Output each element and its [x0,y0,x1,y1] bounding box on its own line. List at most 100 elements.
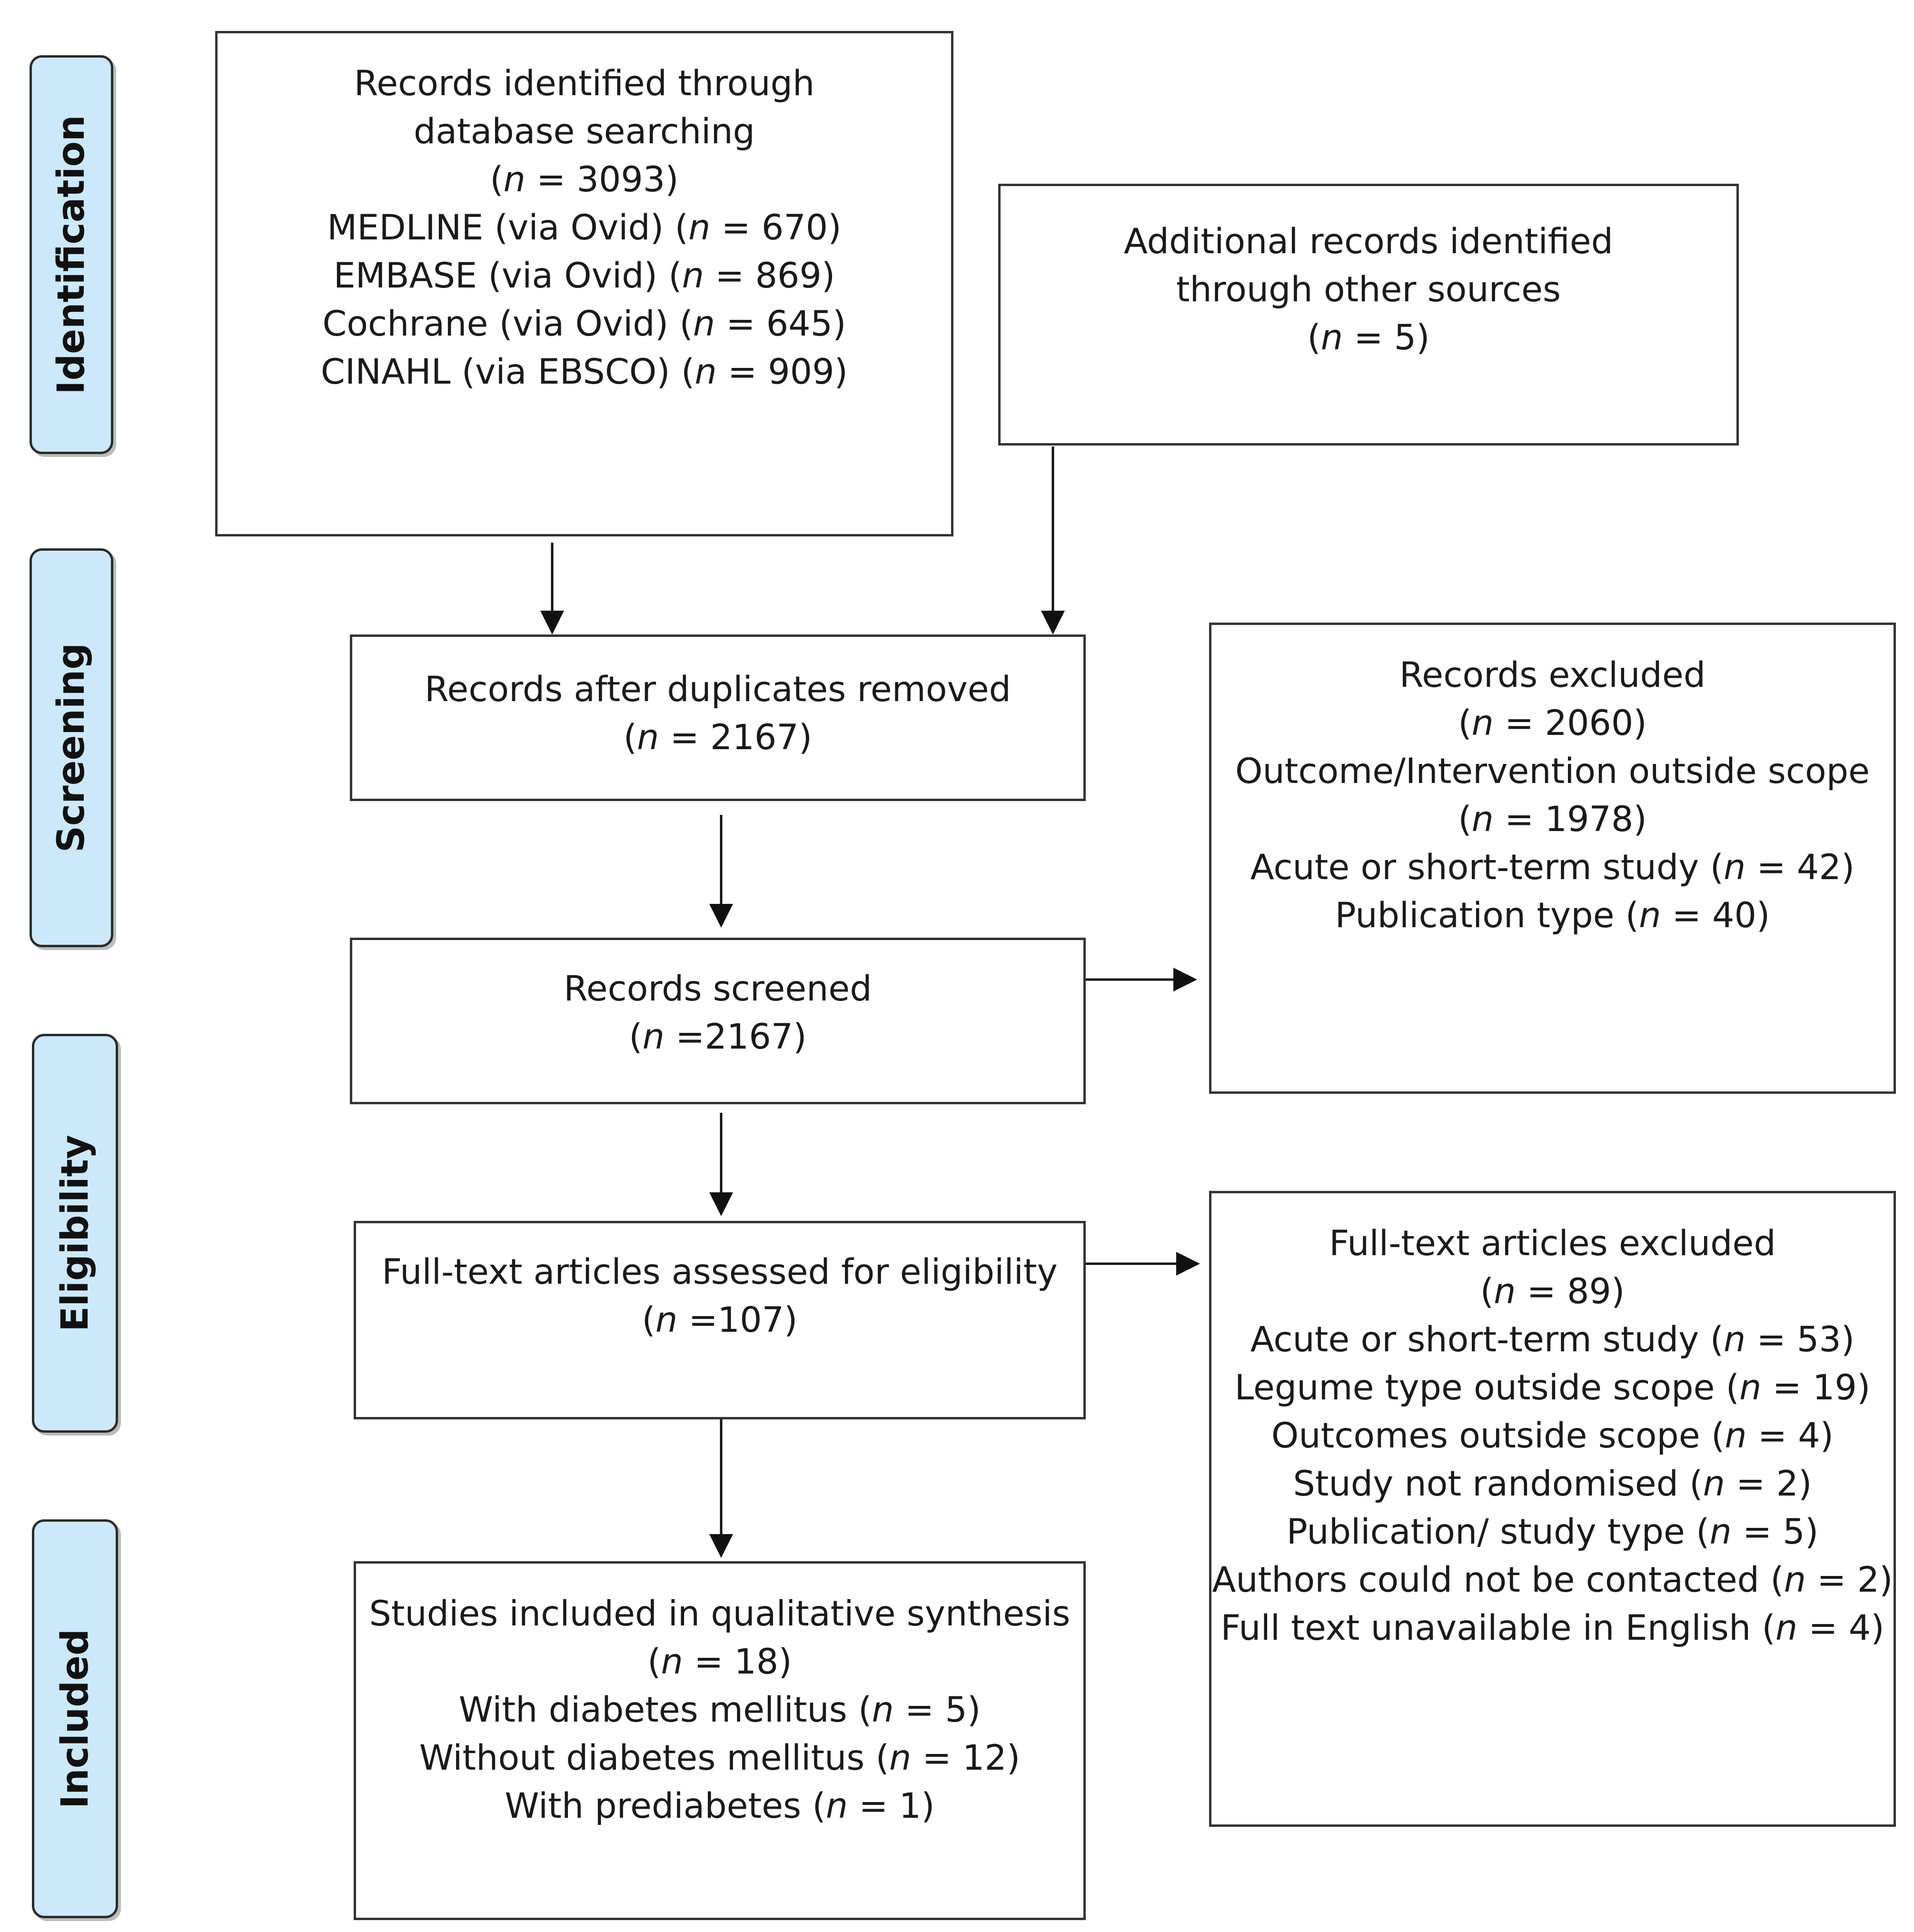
text-segment: ( [647,1642,661,1682]
sample-size-symbol: n [1320,317,1343,358]
text-segment: = 53) [1745,1319,1855,1360]
text-segment: ( [629,1017,643,1057]
box-text-line: (n = 89) [1211,1268,1894,1316]
text-segment: Without diabetes mellitus ( [419,1738,890,1778]
text-segment: = 40) [1661,895,1770,936]
text-segment: Full text unavailable in English ( [1220,1608,1775,1648]
text-segment: Records after duplicates removed [424,669,1012,710]
sample-size-symbol: n [688,208,711,248]
box-text-line: through other sources [1001,266,1736,314]
fulltext-assessed-box: Full-text articles assessed for eligibil… [354,1221,1086,1419]
included-studies-box: Studies included in qualitative synthesi… [354,1561,1086,1920]
text-segment: = 1978) [1493,799,1647,840]
text-segment: MEDLINE (via Ovid) ( [327,208,689,248]
text-segment: =2167) [664,1017,807,1057]
text-segment: = 2167) [659,717,813,758]
box-text-line: (n = 2167) [352,713,1083,762]
sample-size-symbol: n [682,256,704,296]
phase-screening: Screening [30,548,113,947]
sample-size-symbol: n [642,1017,665,1057]
text-segment: ( [490,159,504,200]
sample-size-symbol: n [661,1642,683,1682]
sample-size-symbol: n [1724,1319,1746,1360]
duplicates-removed-box: Records after duplicates removed(n = 216… [350,634,1086,801]
sample-size-symbol: n [1494,1271,1516,1312]
text-segment: = 5) [893,1690,981,1730]
text-segment: = 42) [1745,847,1855,888]
text-segment: Authors could not be contacted ( [1212,1560,1784,1600]
text-segment: EMBASE (via Ovid) ( [333,256,682,296]
sample-size-symbol: n [1775,1608,1798,1648]
sample-size-symbol: n [889,1738,912,1778]
phase-included: Included [32,1519,118,1918]
text-segment: Publication type ( [1335,895,1639,936]
box-text-line: (n = 5) [1001,314,1736,362]
text-segment: ( [1307,317,1321,358]
text-segment: = 5) [1731,1512,1819,1552]
text-segment: = 670) [710,208,842,248]
box-text-line: Outcome/Intervention outside scope [1211,747,1894,795]
text-segment: = 18) [683,1642,792,1682]
sample-size-symbol: n [1639,895,1661,936]
text-segment: = 4) [1797,1608,1884,1648]
text-segment: Additional records identified [1123,221,1614,262]
text-segment: Outcome/Intervention outside scope [1235,751,1870,792]
sample-size-symbol: n [825,1786,848,1826]
text-segment: =107) [677,1300,798,1340]
text-segment: Publication/ study type ( [1286,1512,1710,1552]
box-text-line: Additional records identified [1001,218,1736,266]
box-text-line: (n = 3093) [218,156,951,204]
text-segment: = 19) [1761,1367,1871,1408]
records-screened-box: Records screened(n =2167) [350,938,1086,1104]
sample-size-symbol: n [694,352,717,392]
text-segment: Cochrane (via Ovid) ( [322,304,693,344]
sample-size-symbol: n [1709,1512,1732,1552]
box-text-line: (n = 18) [356,1638,1083,1686]
box-text-line: (n = 2060) [1211,699,1894,747]
sample-size-symbol: n [1471,799,1494,840]
box-text-line: Records identified through [218,59,951,108]
box-text-line: (n = 1978) [1211,795,1894,843]
text-segment: = 5) [1343,317,1430,358]
text-segment: Outcomes outside scope ( [1271,1416,1725,1456]
text-segment: = 1) [848,1786,935,1826]
text-segment: Full-text articles assessed for eligibil… [382,1252,1058,1292]
box-text-line: Cochrane (via Ovid) (n = 645) [218,300,951,348]
box-text-line: Acute or short-term study (n = 53) [1211,1316,1894,1364]
sample-size-symbol: n [1703,1464,1725,1504]
box-text-line: Authors could not be contacted (n = 2) [1211,1556,1894,1604]
sample-size-symbol: n [872,1690,894,1730]
box-text-line: Legume type outside scope (n = 19) [1211,1364,1894,1412]
text-segment: = 3093) [525,159,679,200]
box-text-line: Records after duplicates removed [352,665,1083,713]
fulltext-excluded-box: Full-text articles excluded(n = 89)Acute… [1209,1191,1896,1827]
sample-size-symbol: n [1739,1367,1762,1408]
box-text-line: Without diabetes mellitus (n = 12) [356,1734,1083,1782]
box-text-line: (n =107) [356,1296,1083,1344]
sample-size-symbol: n [1725,1416,1747,1456]
box-text-line: Studies included in qualitative synthesi… [356,1590,1083,1638]
text-segment: Records excluded [1399,655,1706,695]
box-text-line: Study not randomised (n = 2) [1211,1460,1894,1508]
sample-size-symbol: n [1784,1560,1806,1600]
text-segment: = 2) [1806,1560,1893,1600]
text-segment: Acute or short-term study ( [1250,1319,1724,1360]
text-segment: ( [623,717,637,758]
box-text-line: Records excluded [1211,651,1894,699]
box-text-line: Publication type (n = 40) [1211,892,1894,940]
text-segment: Studies included in qualitative synthesi… [369,1594,1071,1634]
phase-eligibility: Eligibility [32,1034,118,1433]
text-segment: With prediabetes ( [505,1786,826,1826]
box-text-line: Full-text articles assessed for eligibil… [356,1248,1083,1296]
sample-size-symbol: n [637,717,659,758]
box-text-line: With diabetes mellitus (n = 5) [356,1686,1083,1734]
text-segment: Records screened [564,969,872,1009]
text-segment: ( [642,1300,655,1340]
sample-size-symbol: n [1724,847,1746,888]
box-text-line: (n =2167) [352,1013,1083,1061]
text-segment: Full-text articles excluded [1329,1223,1776,1264]
